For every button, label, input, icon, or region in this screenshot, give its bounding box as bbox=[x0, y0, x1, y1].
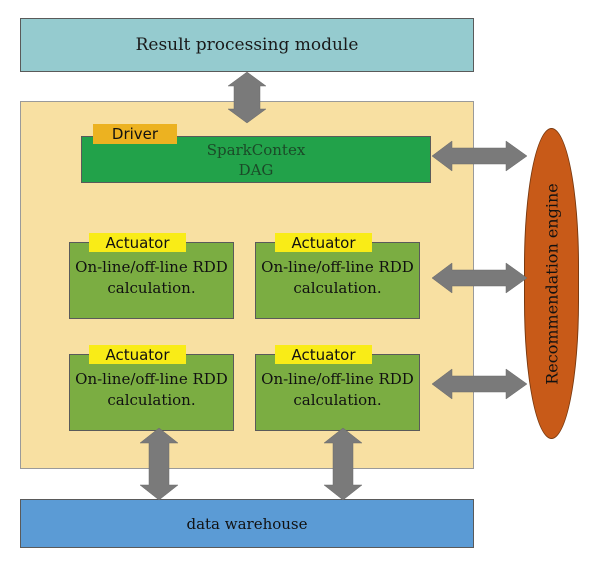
arrow-actuator2-engine bbox=[431, 262, 528, 294]
driver-node: SparkContex DAG bbox=[81, 136, 431, 183]
result-processing-module: Result processing module bbox=[20, 18, 474, 72]
actuator-1-line-2: calculation. bbox=[107, 279, 196, 297]
actuator-node-3: On-line/off-line RDD calculation. bbox=[69, 354, 234, 431]
actuator-3-line-1: On-line/off-line RDD bbox=[75, 370, 228, 388]
actuator-node-2: On-line/off-line RDD calculation. bbox=[255, 242, 420, 319]
actuator-2-line-1: On-line/off-line RDD bbox=[261, 258, 414, 276]
recommendation-engine: Recommendation engine bbox=[524, 128, 579, 439]
arrow-result-container bbox=[227, 71, 267, 124]
actuator-node-4: On-line/off-line RDD calculation. bbox=[255, 354, 420, 431]
actuator-3-line-2: calculation. bbox=[107, 391, 196, 409]
actuator-4-tag: Actuator bbox=[275, 345, 372, 364]
actuator-4-line-2: calculation. bbox=[293, 391, 382, 409]
actuator-2-tag: Actuator bbox=[275, 233, 372, 252]
actuator-2-line-2: calculation. bbox=[293, 279, 382, 297]
driver-line-1: SparkContex bbox=[206, 140, 306, 159]
actuator-1-tag: Actuator bbox=[89, 233, 186, 252]
driver-line-2: DAG bbox=[238, 160, 274, 179]
arrow-actuator3-warehouse bbox=[139, 427, 179, 501]
arrow-driver-engine bbox=[431, 140, 528, 172]
driver-tag: Driver bbox=[93, 124, 177, 144]
data-warehouse: data warehouse bbox=[20, 499, 474, 548]
arrow-actuator4-engine bbox=[431, 368, 528, 400]
arrow-actuator4-warehouse bbox=[323, 427, 363, 501]
actuator-1-line-1: On-line/off-line RDD bbox=[75, 258, 228, 276]
actuator-3-tag: Actuator bbox=[89, 345, 186, 364]
actuator-4-line-1: On-line/off-line RDD bbox=[261, 370, 414, 388]
